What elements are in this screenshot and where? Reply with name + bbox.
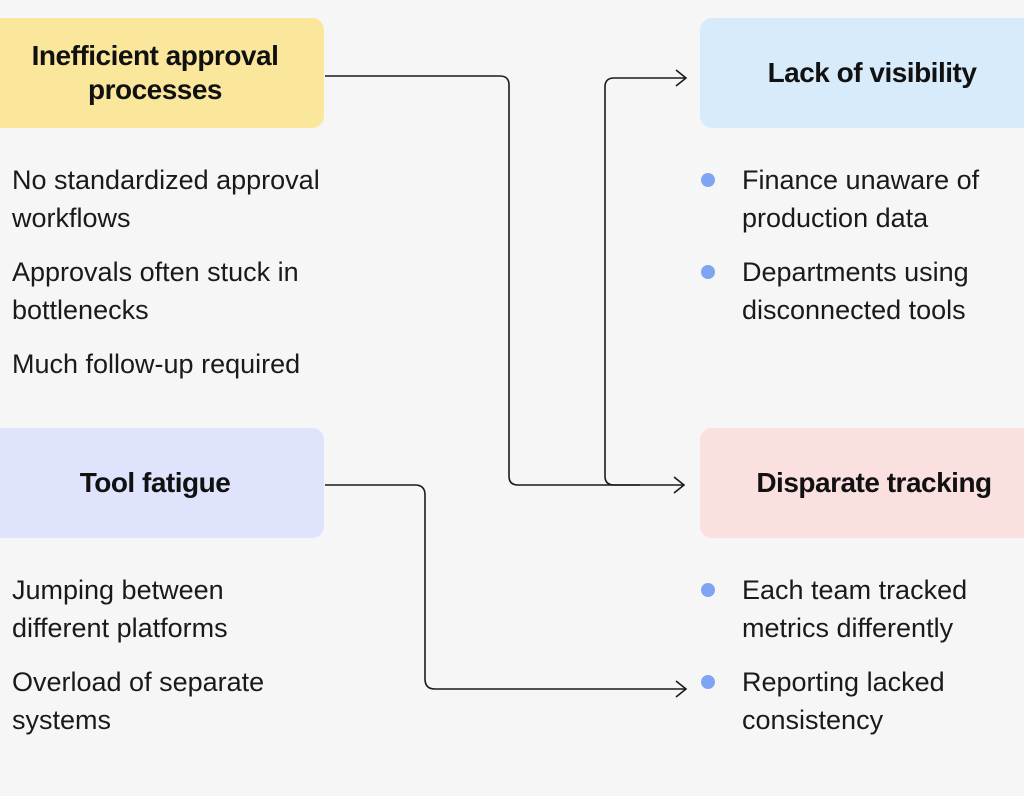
list-item: No standardized approval workflows — [12, 165, 320, 233]
list-item-text: Each team tracked metrics differently — [742, 575, 968, 643]
list-inefficient-approval: No standardized approval workflows Appro… — [12, 161, 352, 399]
connector-inefficient-to-disparate — [325, 75, 684, 486]
box-inefficient-approval: Inefficient approval processes — [0, 18, 324, 128]
box-title: Inefficient approval processes — [31, 40, 279, 105]
connector-tool-to-reporting — [325, 484, 686, 690]
box-disparate-tracking: Disparate tracking — [700, 428, 1024, 538]
list-item: Much follow-up required — [12, 349, 301, 379]
arrow-icon — [675, 69, 688, 87]
bullet-dot-icon — [701, 173, 715, 187]
box-lack-of-visibility: Lack of visibility — [700, 18, 1024, 128]
bullet-dot-icon — [701, 583, 715, 597]
list-item-text: Finance unaware of production data — [742, 165, 980, 233]
box-title: Tool fatigue — [79, 467, 231, 498]
connector-disparate-to-visibility — [604, 77, 686, 486]
list-item: Departments using disconnected tools — [701, 253, 1022, 329]
list-disparate-tracking: Each team tracked metrics differently Re… — [701, 571, 1022, 755]
list-item: Overload of separate systems — [12, 667, 265, 735]
bullet-dot-icon — [701, 265, 715, 279]
list-lack-of-visibility: Finance unaware of production data Depar… — [701, 161, 1022, 345]
list-item: Approvals often stuck in bottlenecks — [12, 257, 299, 325]
list-item: Finance unaware of production data — [701, 161, 1022, 237]
list-item: Each team tracked metrics differently — [701, 571, 1022, 647]
arrow-icon — [675, 680, 688, 698]
list-item-text: Reporting lacked consistency — [742, 667, 945, 735]
box-tool-fatigue: Tool fatigue — [0, 428, 324, 538]
bullet-dot-icon — [701, 675, 715, 689]
list-item: Reporting lacked consistency — [701, 663, 1022, 739]
list-item-text: Departments using disconnected tools — [742, 257, 969, 325]
box-title: Disparate tracking — [756, 467, 992, 498]
list-tool-fatigue: Jumping between different platforms Over… — [12, 571, 312, 755]
box-title: Lack of visibility — [767, 57, 977, 88]
list-item: Jumping between different platforms — [12, 575, 228, 643]
arrow-icon — [673, 476, 686, 494]
